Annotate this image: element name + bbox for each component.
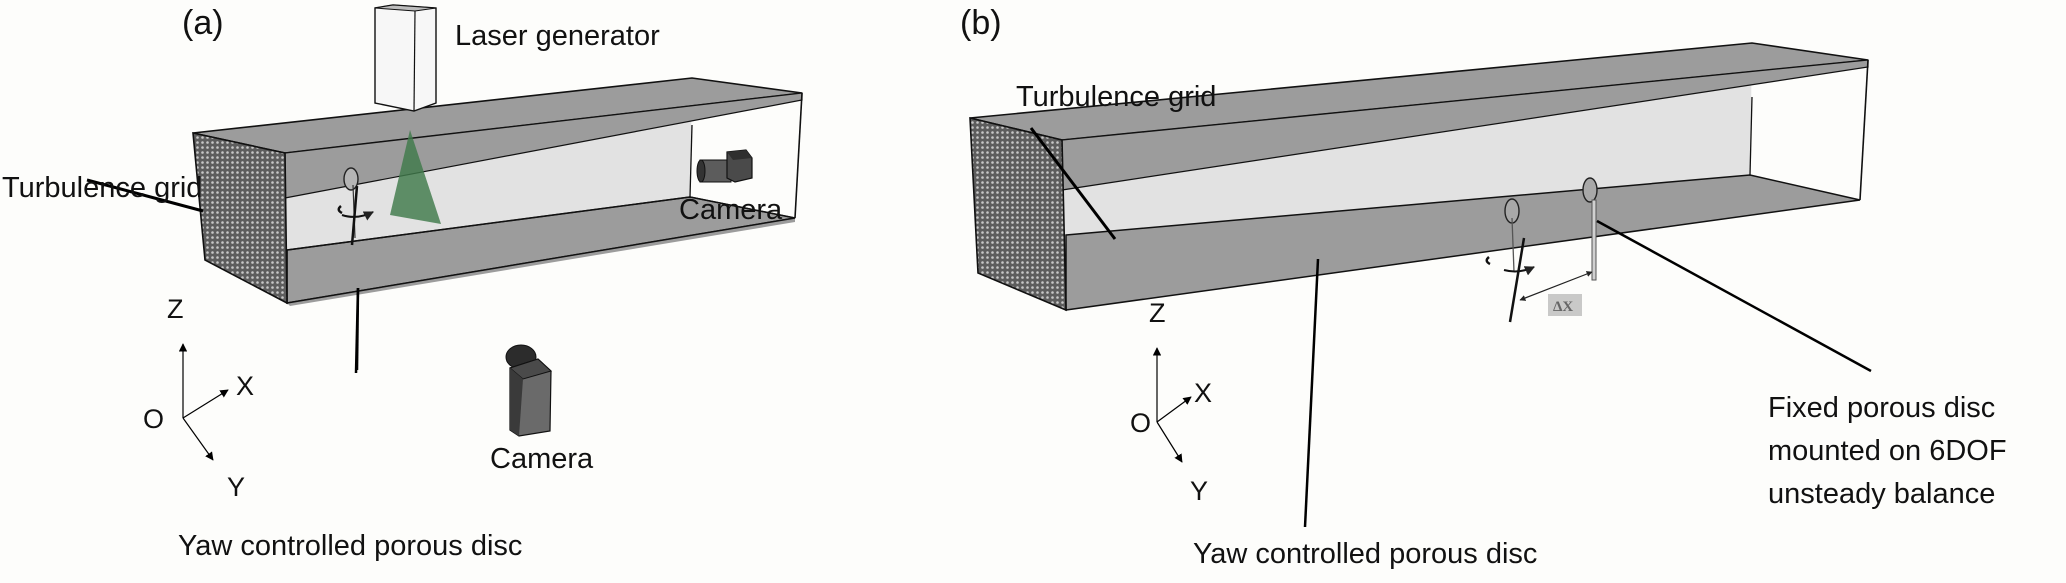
origin-label: O <box>143 404 164 434</box>
wind-tunnel-b <box>969 42 1869 312</box>
laser-sheet <box>390 130 441 224</box>
back-edge-b <box>1749 96 1753 176</box>
disc-label-a: Yaw controlled porous disc <box>178 530 522 562</box>
spacing-label: ΔX <box>1553 299 1573 315</box>
origin-label-b: O <box>1130 408 1151 438</box>
x-axis-label: X <box>236 371 254 401</box>
yaw-controlled-disc-b <box>1485 198 1535 323</box>
y-axis-arrow <box>182 417 214 461</box>
grid-leader-line-a <box>86 178 204 213</box>
wind-tunnel-a <box>192 77 803 306</box>
disc-label-b: Yaw controlled porous disc <box>1193 538 1537 570</box>
panel-b-label: (b) <box>960 4 1002 42</box>
camera-side-label: Camera <box>679 194 783 226</box>
camera-side-icon <box>696 149 753 183</box>
coordinate-axes-b: Z X O Y <box>1130 298 1212 506</box>
x-axis-arrow-b <box>1156 396 1192 423</box>
fixed-disc-leader-line <box>1596 219 1872 373</box>
laser-generator <box>374 4 437 112</box>
turbulence-grid-b <box>969 116 1067 312</box>
camera-bottom-label: Camera <box>490 443 594 475</box>
yaw-controlled-disc-a <box>337 167 374 246</box>
yaw-rotation-icon-b <box>1485 256 1491 266</box>
panel-a-label: (a) <box>182 4 224 42</box>
grid-leader-line-b <box>1029 127 1117 240</box>
panel-a: (a) <box>2 4 803 562</box>
x-axis-label-b: X <box>1194 378 1212 408</box>
disc-leader-line-b <box>1303 258 1320 528</box>
z-axis-label: Z <box>167 294 184 324</box>
z-axis-label-b: Z <box>1149 298 1166 328</box>
coordinate-axes-a: Z X O Y <box>143 294 254 502</box>
x-axis-arrow <box>182 389 229 419</box>
turbulence-grid-a <box>192 131 288 305</box>
back-edge <box>689 124 693 198</box>
fixed-disc-label-line3: unsteady balance <box>1768 478 1995 510</box>
tunnel-exit-edge-b <box>1859 59 1869 201</box>
y-axis-label: Y <box>227 472 245 502</box>
fixed-disc-label-line2: mounted on 6DOF <box>1768 435 2007 467</box>
disc-leader-line-a2 <box>355 287 360 371</box>
laser-generator-label: Laser generator <box>455 20 660 52</box>
spacing-arrow <box>1519 271 1593 301</box>
turbulence-grid-label-a: Turbulence grid <box>2 172 202 204</box>
turbulence-grid-label-b: Turbulence grid <box>1016 81 1216 113</box>
yaw-rotation-icon <box>337 205 343 215</box>
camera-bottom-icon <box>505 344 552 437</box>
fixed-disc-label-line1: Fixed porous disc <box>1768 392 1995 424</box>
spacing-label-bg <box>1548 294 1582 316</box>
fixed-disc-b <box>1582 177 1598 281</box>
panel-b: (b) ΔX Turbul <box>960 4 2007 570</box>
y-axis-label-b: Y <box>1190 476 1208 506</box>
floor-edge <box>287 218 795 306</box>
tunnel-exit-edge <box>794 92 803 219</box>
y-axis-arrow-b <box>1156 421 1183 463</box>
